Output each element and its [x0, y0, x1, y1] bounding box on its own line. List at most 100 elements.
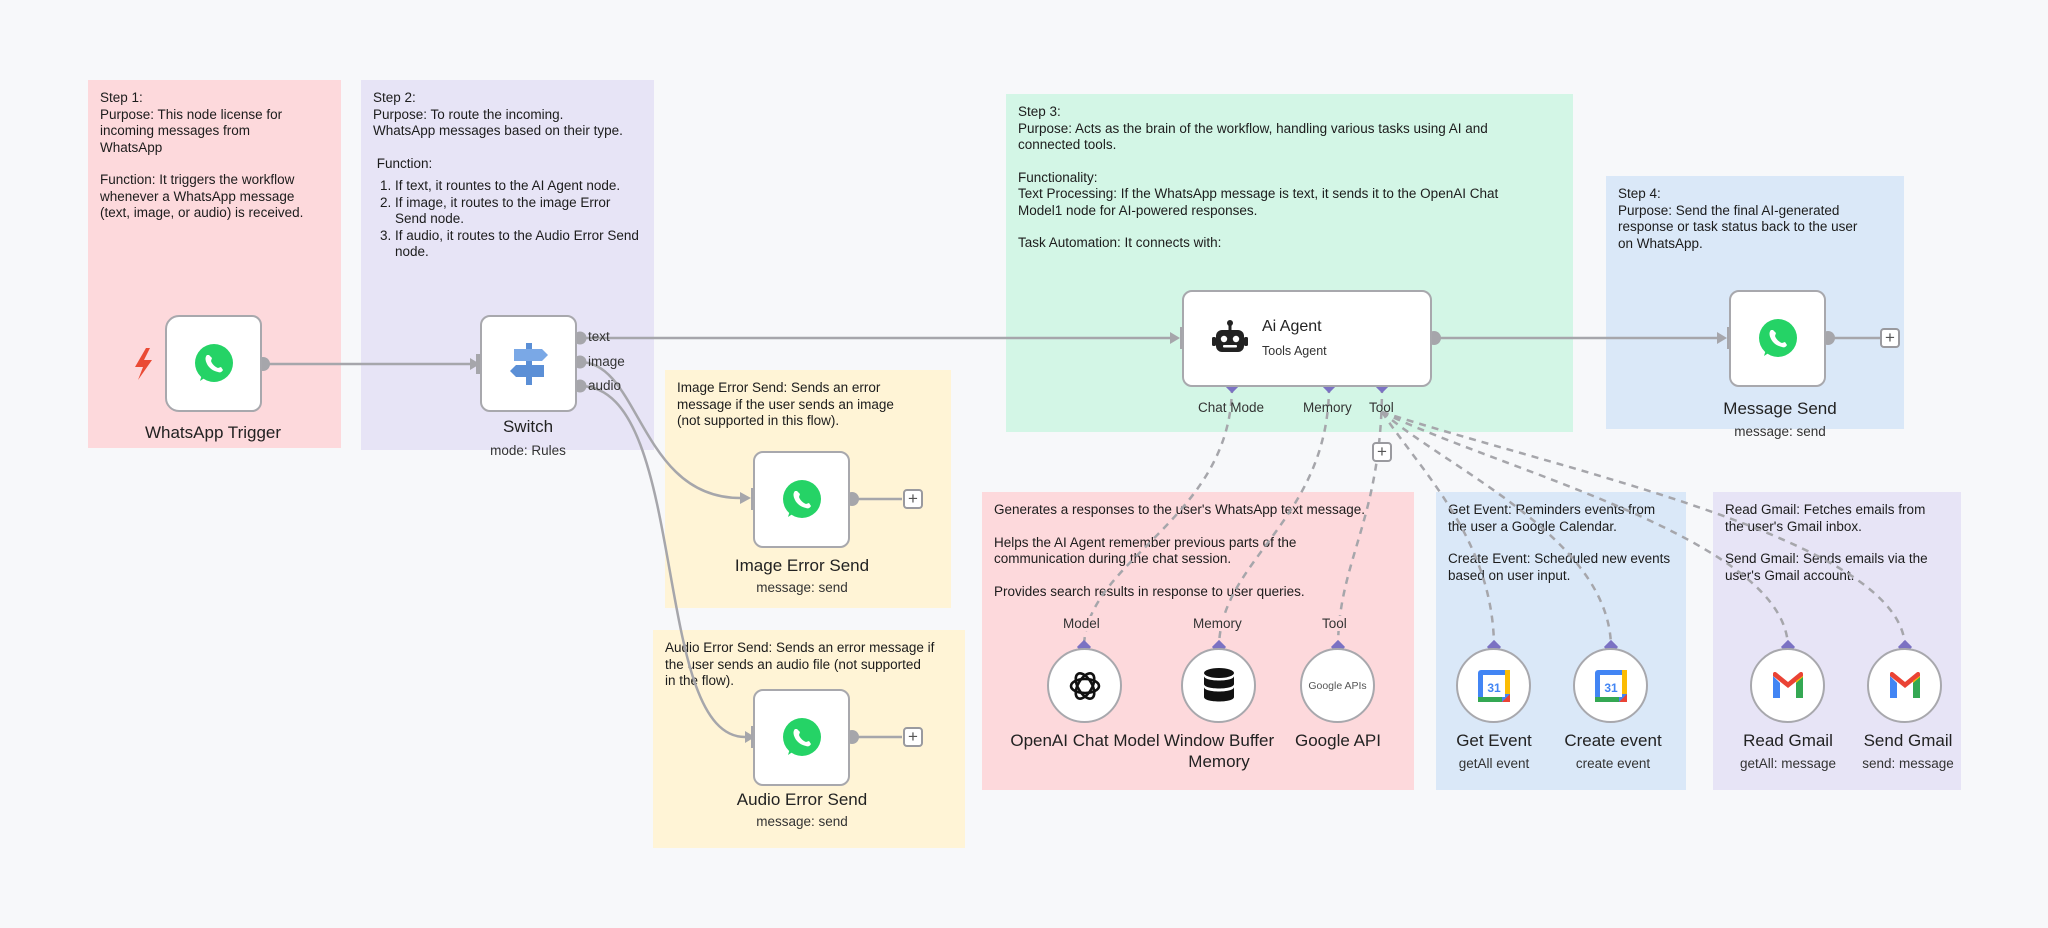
arrow-agent-input [1170, 332, 1180, 344]
switch-output-audio: audio [588, 378, 622, 393]
list-item: If audio, it routes to the Audio Error S… [395, 228, 642, 261]
message-send-sub: message: send [1734, 424, 1826, 439]
text-line: on WhatsApp. [1618, 235, 1703, 251]
image-error-send-sub: message: send [756, 580, 848, 595]
text-line: connected tools. [1018, 137, 1117, 152]
text-line: based on user input. [1448, 567, 1571, 583]
openai-chat-model-label: OpenAI Chat Model [1010, 731, 1160, 750]
text-line: Step 3: [1018, 104, 1061, 119]
text-line: Send Gmail: Sends emails via the [1725, 551, 1928, 566]
whatsapp-trigger-node[interactable] [165, 315, 262, 412]
gmail-icon [1772, 671, 1803, 698]
text-line: incoming messages from [100, 123, 251, 138]
text-line: message if the user sends an image [677, 396, 894, 412]
image-error-add-button[interactable]: + [903, 489, 923, 509]
text-line: Create Event: Scheduled new events [1448, 551, 1671, 566]
switch-input-handle [476, 354, 483, 374]
ai-agent-add-tool-button[interactable]: + [1372, 442, 1392, 462]
audio-error-send-label: Audio Error Send [736, 790, 868, 809]
create-event-node[interactable]: 31 [1573, 648, 1648, 723]
sticky-ai-tools: Generates a responses to the user's What… [982, 492, 1414, 790]
window-buffer-memory-node[interactable] [1181, 648, 1256, 723]
ai-agent-port-chat-mode: Chat Mode [1198, 400, 1265, 415]
ai-agent-sub: Tools Agent [1262, 344, 1327, 358]
text-line: user's Gmail account. [1725, 567, 1855, 583]
wire-switch-to-image-error [579, 360, 741, 500]
signpost-icon [509, 342, 548, 385]
wire-tool-to-read-gmail [1381, 410, 1790, 649]
text-line: Purpose: To route the incoming. [373, 106, 564, 122]
whatsapp-icon [782, 479, 821, 518]
read-gmail-sub: getAll: message [1739, 756, 1837, 771]
text-line: Step 1: [100, 90, 143, 105]
ai-agent-node[interactable] [1182, 290, 1432, 387]
text-line: Step 4: [1618, 186, 1661, 201]
svg-text:31: 31 [1487, 681, 1501, 695]
whatsapp-icon [782, 717, 821, 756]
ai-agent-port-tool: Tool [1369, 400, 1394, 415]
switch-output-text: text [588, 329, 610, 344]
whatsapp-trigger-label: WhatsApp Trigger [144, 423, 282, 442]
image-error-send-label: Image Error Send [734, 556, 870, 575]
openai-icon [1069, 671, 1100, 700]
main-connections [263, 336, 1880, 739]
text-line: (not supported in this flow). [677, 413, 840, 428]
arrowheads [470, 332, 1727, 743]
audio-error-send-node[interactable] [753, 689, 850, 786]
text-line: Function: It triggers the workflow [100, 172, 295, 187]
text-line: Generates a responses to the user's What… [994, 502, 1366, 517]
window-buffer-memory-label-1: Window Buffer [1163, 731, 1275, 750]
google-port-label: Tool [1322, 616, 1347, 631]
get-event-sub: getAll event [1458, 756, 1530, 771]
get-event-label: Get Event [1456, 731, 1532, 750]
create-event-label: Create event [1564, 731, 1662, 750]
google-api-label: Google API [1294, 731, 1381, 750]
connector-ports [1076, 378, 1913, 655]
message-send-add-button[interactable]: + [1880, 328, 1900, 348]
sticky-step-2-list: If text, it rountes to the AI Agent node… [373, 178, 642, 261]
text-line: (text, image, or audio) is received. [100, 205, 304, 220]
robot-icon [1212, 319, 1248, 352]
wire-tool-to-google [1336, 385, 1384, 649]
openai-chat-model-node[interactable] [1047, 648, 1122, 723]
wire-tool-to-send-gmail [1381, 410, 1907, 649]
wire-switch-to-audio-error [579, 384, 746, 739]
database-icon [1203, 667, 1234, 701]
send-gmail-node[interactable] [1867, 648, 1942, 723]
sticky-step-3: Step 3:Purpose: Acts as the brain of the… [1006, 94, 1573, 432]
text-line: Read Gmail: Fetches emails from [1725, 502, 1926, 517]
text-line: Step 2: [373, 90, 416, 105]
text-line: whenever a WhatsApp message [100, 188, 295, 204]
whatsapp-icon [194, 343, 233, 382]
send-gmail-label: Send Gmail [1863, 731, 1953, 750]
text-line: Task Automation: It connects with: [1018, 235, 1222, 250]
wire-tool-to-create-event [1381, 411, 1613, 649]
text-line: WhatsApp messages based on their type. [373, 123, 623, 138]
audio-error-add-button[interactable]: + [903, 727, 923, 747]
text-line: Purpose: Acts as the brain of the workfl… [1018, 120, 1488, 136]
whatsapp-icon [1758, 318, 1797, 357]
read-gmail-node[interactable] [1750, 648, 1825, 723]
message-send-node[interactable] [1729, 290, 1826, 387]
google-api-node[interactable]: Google APIs [1300, 648, 1375, 723]
wire-chatmode-to-openai [1082, 385, 1234, 649]
text-line: Audio Error Send: Sends an error message… [665, 640, 935, 655]
wire-tool-to-get-event [1380, 411, 1496, 649]
message-send-label: Message Send [1723, 399, 1837, 418]
get-event-node[interactable]: 31 [1456, 648, 1531, 723]
audio-error-send-sub: message: send [756, 814, 848, 829]
list-item: If text, it rountes to the AI Agent node… [395, 178, 642, 195]
switch-sub: mode: Rules [490, 443, 566, 458]
openai-port-label: Model [1063, 616, 1100, 631]
text-line: communication during the chat session. [994, 551, 1232, 566]
text-line: Model1 node for AI-powered responses. [1018, 202, 1258, 218]
gmail-icon [1889, 671, 1920, 698]
switch-node[interactable] [480, 315, 577, 412]
text-line: Functionality: [1018, 169, 1098, 185]
text-line: WhatsApp [100, 139, 163, 155]
image-error-send-node[interactable] [753, 451, 850, 548]
svg-text:31: 31 [1604, 681, 1618, 695]
